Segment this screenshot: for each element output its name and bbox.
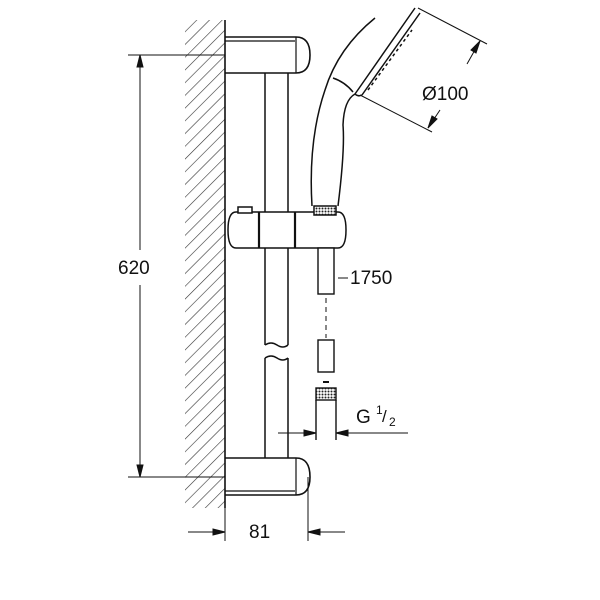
thread-numerator: 1 [376, 403, 383, 417]
diameter-dimension [359, 7, 488, 133]
slide-rail [264, 73, 289, 458]
depth-dimension [188, 477, 345, 541]
thread-denominator: 2 [389, 415, 396, 429]
bottom-bracket [225, 457, 311, 496]
thread-dimension [278, 429, 408, 437]
depth-label: 81 [249, 522, 271, 543]
slider-holder[interactable] [227, 205, 347, 249]
hose-length-label: 1750 [350, 268, 393, 289]
hand-shower [310, 7, 421, 207]
diameter-label: Ø100 [422, 84, 469, 105]
top-bracket [225, 36, 311, 74]
fraction-slash: / [382, 407, 387, 426]
thread-label: G 1 / 2 [356, 404, 396, 428]
wall-hatch [185, 20, 225, 508]
thread-letter: G [356, 407, 371, 428]
hose [315, 247, 337, 440]
height-label: 620 [118, 258, 150, 279]
height-dimension [128, 54, 225, 478]
